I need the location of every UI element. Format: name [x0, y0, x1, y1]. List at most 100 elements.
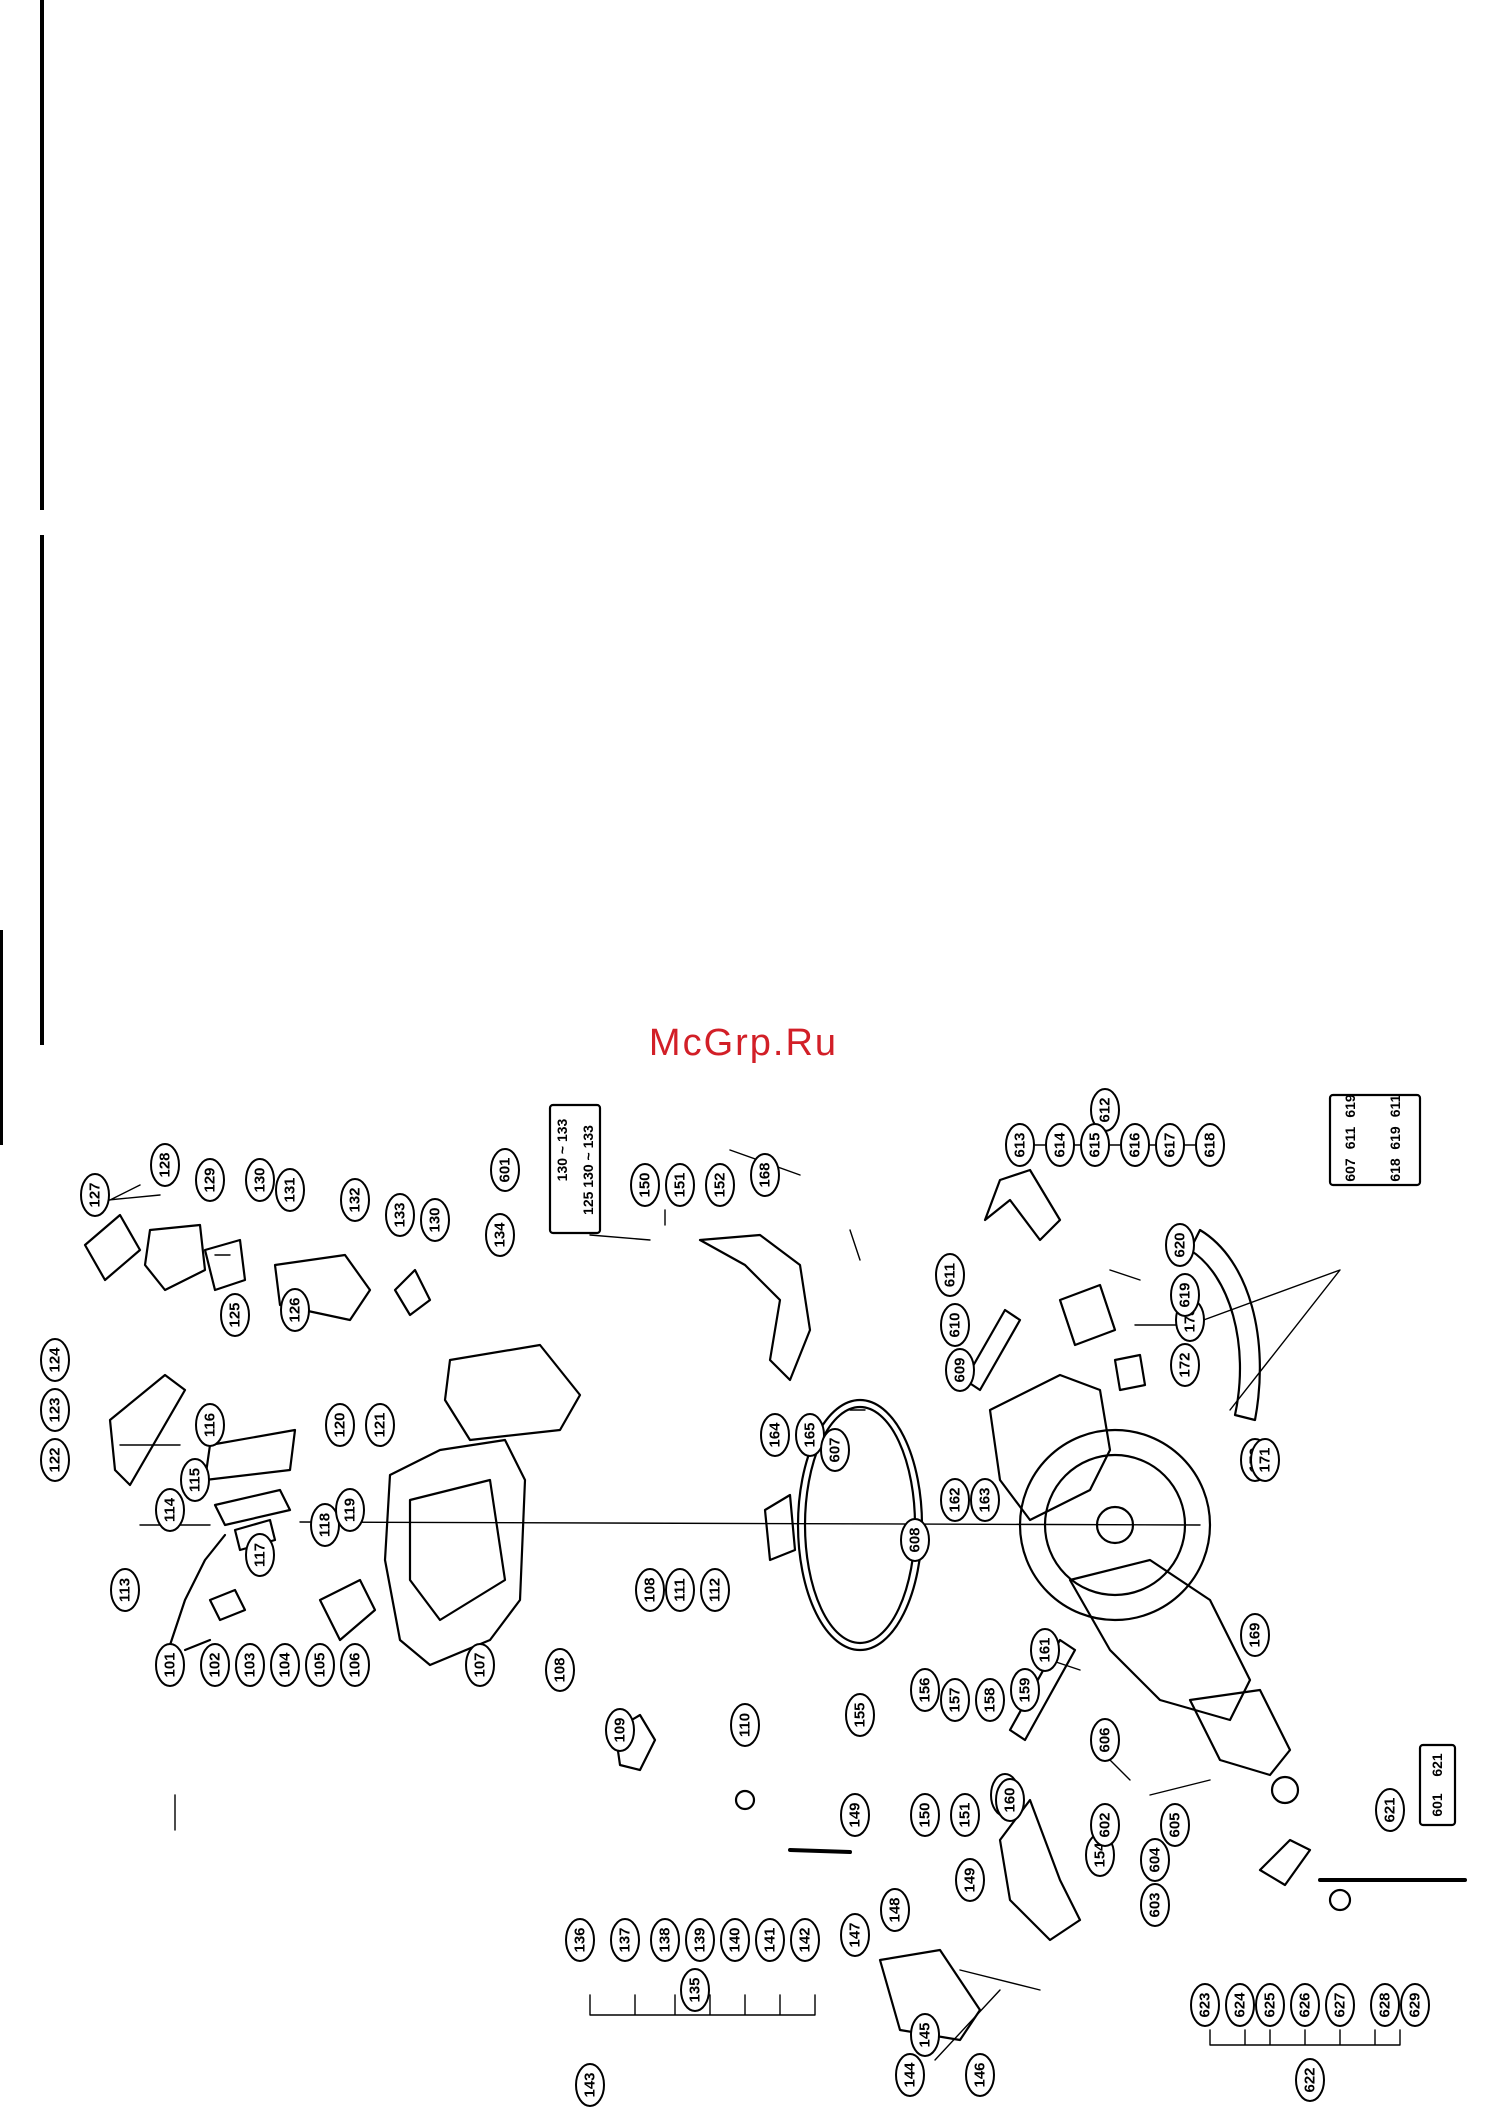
part-603-fence — [1188, 1688, 1292, 1777]
callout-148: 148 — [880, 1888, 910, 1932]
part-626-cap — [1328, 1888, 1352, 1912]
callout-106: 106 — [340, 1643, 370, 1687]
box-629-top-611: 611 — [1342, 1126, 1358, 1149]
callout-108: 108 — [545, 1648, 575, 1692]
callout-125: 125 — [220, 1293, 250, 1337]
part-133-leaf — [393, 1268, 432, 1317]
callout-144: 144 — [895, 2053, 925, 2097]
callout-number: 163 — [977, 1487, 994, 1512]
callout-number: 620 — [1172, 1232, 1189, 1257]
callout-145: 145 — [910, 2013, 940, 2057]
callout-number: 127 — [87, 1182, 104, 1207]
callout-number: 134 — [492, 1222, 509, 1248]
callout-102: 102 — [200, 1643, 230, 1687]
page-edge-line-short — [0, 930, 3, 1145]
callout-number: 126 — [287, 1297, 304, 1322]
watermark: McGrp.Ru — [648, 1022, 839, 1064]
callout-number: 605 — [1167, 1812, 1184, 1837]
callout-number: 139 — [692, 1927, 709, 1952]
callout-139: 139 — [685, 1918, 715, 1962]
callout-136: 136 — [565, 1918, 595, 1962]
callout-143: 143 — [575, 2063, 605, 2107]
callout-621: 621 — [1375, 1788, 1405, 1832]
part-152-bracket — [998, 1798, 1082, 1942]
box-620-621: 621 — [1429, 1753, 1445, 1777]
part-134-housing — [443, 1343, 582, 1442]
callout-117: 117 — [245, 1533, 275, 1577]
callout-620: 620 — [1165, 1223, 1195, 1267]
callout-number: 150 — [637, 1172, 654, 1197]
callout-number: 629 — [1407, 1992, 1424, 2017]
part-114-clamp — [213, 1488, 292, 1527]
callout-132: 132 — [340, 1178, 370, 1222]
callout-number: 149 — [962, 1867, 979, 1892]
callout-614: 614 — [1045, 1123, 1075, 1167]
callout-number: 113 — [117, 1578, 134, 1602]
callout-number: 145 — [917, 2022, 934, 2047]
callout-number: 171 — [1257, 1447, 1274, 1472]
callout-155: 155 — [845, 1693, 875, 1737]
callout-number: 156 — [917, 1677, 934, 1702]
callout-104: 104 — [270, 1643, 300, 1687]
callout-number: 621 — [1382, 1797, 1399, 1822]
callout-165: 165 — [795, 1413, 825, 1457]
callout-159: 159 — [1010, 1668, 1040, 1712]
callout-610: 610 — [940, 1303, 970, 1347]
callout-number: 117 — [252, 1543, 269, 1567]
callout-number: 120 — [332, 1412, 349, 1437]
callout-605: 605 — [1160, 1803, 1190, 1847]
part-165-arm — [698, 1233, 812, 1382]
callout-number: 604 — [1147, 1847, 1164, 1873]
callout-130: 130 — [245, 1158, 275, 1202]
callout-number: 165 — [802, 1422, 819, 1447]
callout-156: 156 — [910, 1668, 940, 1712]
callout-601: 601 — [490, 1148, 520, 1192]
callout-603: 603 — [1140, 1883, 1170, 1927]
part-169-disk — [1018, 1428, 1212, 1622]
callout-150: 150 — [910, 1793, 940, 1837]
part-102-clip — [208, 1588, 247, 1622]
callout-622: 622 — [1295, 2058, 1325, 2102]
part-110-washer — [734, 1789, 756, 1811]
callout-number: 149 — [847, 1802, 864, 1827]
callout-616: 616 — [1120, 1123, 1150, 1167]
callout-number: 130 — [252, 1167, 269, 1192]
callout-number: 602 — [1097, 1812, 1114, 1837]
callout-number: 625 — [1262, 1992, 1279, 2017]
callout-number: 610 — [947, 1312, 964, 1337]
callout-number: 112 — [707, 1578, 724, 1602]
callout-number: 616 — [1127, 1132, 1144, 1157]
part-618-block — [1058, 1283, 1117, 1347]
callout-number: 137 — [617, 1927, 634, 1952]
callout-137: 137 — [610, 1918, 640, 1962]
part-163-plate — [763, 1493, 797, 1562]
callout-number: 102 — [207, 1652, 224, 1677]
callout-number: 138 — [657, 1927, 674, 1952]
callout-119: 119 — [335, 1488, 365, 1532]
callout-109: 109 — [605, 1708, 635, 1752]
callout-111: 111 — [665, 1568, 695, 1612]
callout-number: 109 — [612, 1717, 629, 1742]
callout-113: 113 — [110, 1568, 140, 1612]
callout-615: 615 — [1080, 1123, 1110, 1167]
part-122-guard — [108, 1373, 187, 1487]
callout-163: 163 — [970, 1478, 1000, 1522]
callout-625: 625 — [1255, 1983, 1285, 2027]
part-608-slide — [963, 1308, 1022, 1392]
callout-number: 608 — [907, 1527, 924, 1552]
callout-116: 116 — [195, 1403, 225, 1447]
callout-157: 157 — [940, 1678, 970, 1722]
callout-number: 121 — [372, 1412, 389, 1437]
callout-number: 128 — [157, 1152, 174, 1177]
callout-number: 622 — [1302, 2067, 1319, 2092]
callout-152: 152 — [705, 1163, 735, 1207]
callout-168: 168 — [750, 1153, 780, 1197]
callout-number: 144 — [902, 2062, 919, 2088]
part-606-frame — [988, 1373, 1112, 1522]
callout-number: 601 — [497, 1157, 514, 1182]
callout-626: 626 — [1290, 1983, 1320, 2027]
box-629-bottom-611: 611 — [1387, 1094, 1403, 1117]
callout-number: 628 — [1377, 1992, 1394, 2017]
